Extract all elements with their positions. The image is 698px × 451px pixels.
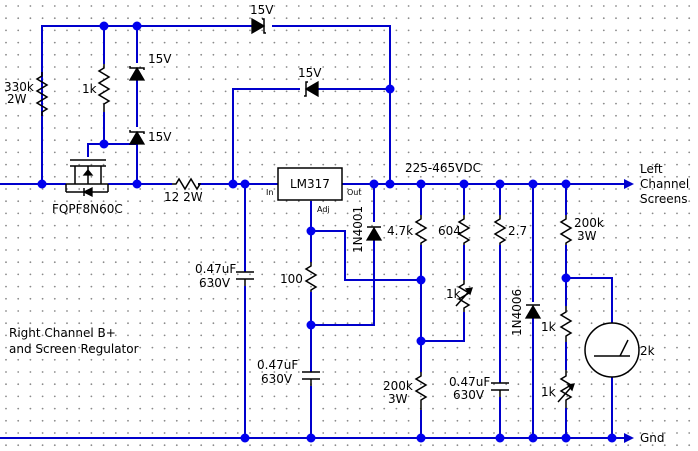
label-200k-top: 200k	[574, 216, 604, 230]
mosfet-icon	[65, 159, 109, 198]
label-2-7: 2.7	[508, 224, 527, 238]
label-c1-volt: 630V	[199, 276, 231, 290]
resistor-200k-top-icon	[559, 215, 573, 245]
resistor-2-7-icon	[493, 215, 507, 245]
label-1k-gate: 1k	[82, 82, 97, 96]
label-lm317: LM317	[290, 177, 330, 191]
resistor-4-7k-icon	[414, 215, 428, 245]
label-lm317-out: Out	[347, 188, 362, 197]
label-voltage: 225-465VDC	[405, 161, 481, 175]
label-zener-stack-2: 15V	[148, 130, 172, 144]
wire-1n4001-bot	[311, 240, 375, 326]
label-zener-stack-1: 15V	[148, 52, 172, 66]
zener-diode-icon	[304, 80, 319, 98]
label-meter: 2k	[640, 344, 655, 358]
label-200k-bottom-watt: 3W	[388, 392, 408, 406]
wire-mid-loop	[232, 88, 300, 184]
label-330k-watt: 2W	[7, 92, 27, 106]
meter-icon	[584, 322, 640, 378]
capacitor-icon	[302, 371, 320, 386]
labels: 330k 2W 1k FQPF8N60C 15V 15V 15V 15V 12 …	[4, 3, 689, 445]
label-4-7k: 4.7k	[387, 224, 413, 238]
label-c3: 0.47uF	[449, 375, 490, 389]
label-left-out-channel: Channel	[640, 177, 689, 191]
wire-top-loop-right	[272, 25, 391, 184]
label-c2-volt: 630V	[261, 372, 293, 386]
label-200k-bottom: 200k	[383, 379, 413, 393]
resistor-200k-bottom-icon	[414, 372, 428, 410]
label-left-out: Left	[640, 162, 663, 176]
label-left-out-screens: Screens	[640, 192, 688, 206]
resistor-12-icon	[172, 177, 202, 191]
capacitor-icon	[491, 382, 509, 397]
title-line-2: and Screen Regulator	[9, 342, 139, 356]
wire-meter-top	[566, 277, 613, 323]
zener-diode-icon	[128, 66, 146, 81]
label-gnd: Gnd	[640, 431, 665, 445]
label-1n4001: 1N4001	[351, 206, 365, 253]
label-100: 100	[280, 272, 303, 286]
zener-diode-icon	[251, 17, 266, 35]
label-c3-volt: 630V	[453, 388, 485, 402]
resistor-604-icon	[457, 215, 471, 245]
potentiometer-icon	[557, 370, 575, 408]
title-line-1: Right Channel B+	[9, 326, 116, 340]
label-604: 604	[438, 224, 461, 238]
label-c1: 0.47uF	[195, 262, 236, 276]
label-330k: 330k	[4, 80, 34, 94]
label-mosfet: FQPF8N60C	[52, 202, 123, 216]
resistor-1k-gate-icon	[97, 64, 111, 112]
label-1n4006: 1N4006	[510, 289, 524, 336]
label-pot-1k: 1k	[446, 287, 461, 301]
capacitor-icon	[236, 271, 254, 286]
resistor-330k-icon	[35, 72, 49, 116]
potentiometer-icon	[455, 280, 473, 312]
label-lm317-adj: Adj	[317, 205, 330, 214]
arrow-right-icon	[624, 433, 634, 443]
label-zener-top: 15V	[250, 3, 274, 17]
label-zener-mid: 15V	[298, 66, 322, 80]
label-pot-1k-meter: 1k	[541, 385, 556, 399]
grid-dots	[5, 5, 691, 447]
label-12-ohm: 12 2W	[164, 190, 203, 204]
wire-pot-bot	[421, 312, 465, 342]
arrow-right-icon	[624, 179, 634, 189]
wire-adj-to-divider	[311, 230, 421, 281]
junction-nodes	[37, 21, 617, 443]
label-lm317-in: In	[266, 188, 273, 197]
label-1k-meter: 1k	[541, 320, 556, 334]
lm317-regulator	[277, 167, 343, 201]
diode-1n4001-icon	[365, 226, 383, 241]
wire-1k-bot	[87, 112, 105, 157]
zener-diode-icon	[128, 130, 146, 145]
label-c2: 0.47uF	[257, 358, 298, 372]
label-200k-top-watt: 3W	[577, 229, 597, 243]
diode-1n4006-icon	[524, 304, 542, 319]
resistor-1k-meter-icon	[559, 306, 573, 342]
resistor-100-icon	[304, 262, 318, 292]
